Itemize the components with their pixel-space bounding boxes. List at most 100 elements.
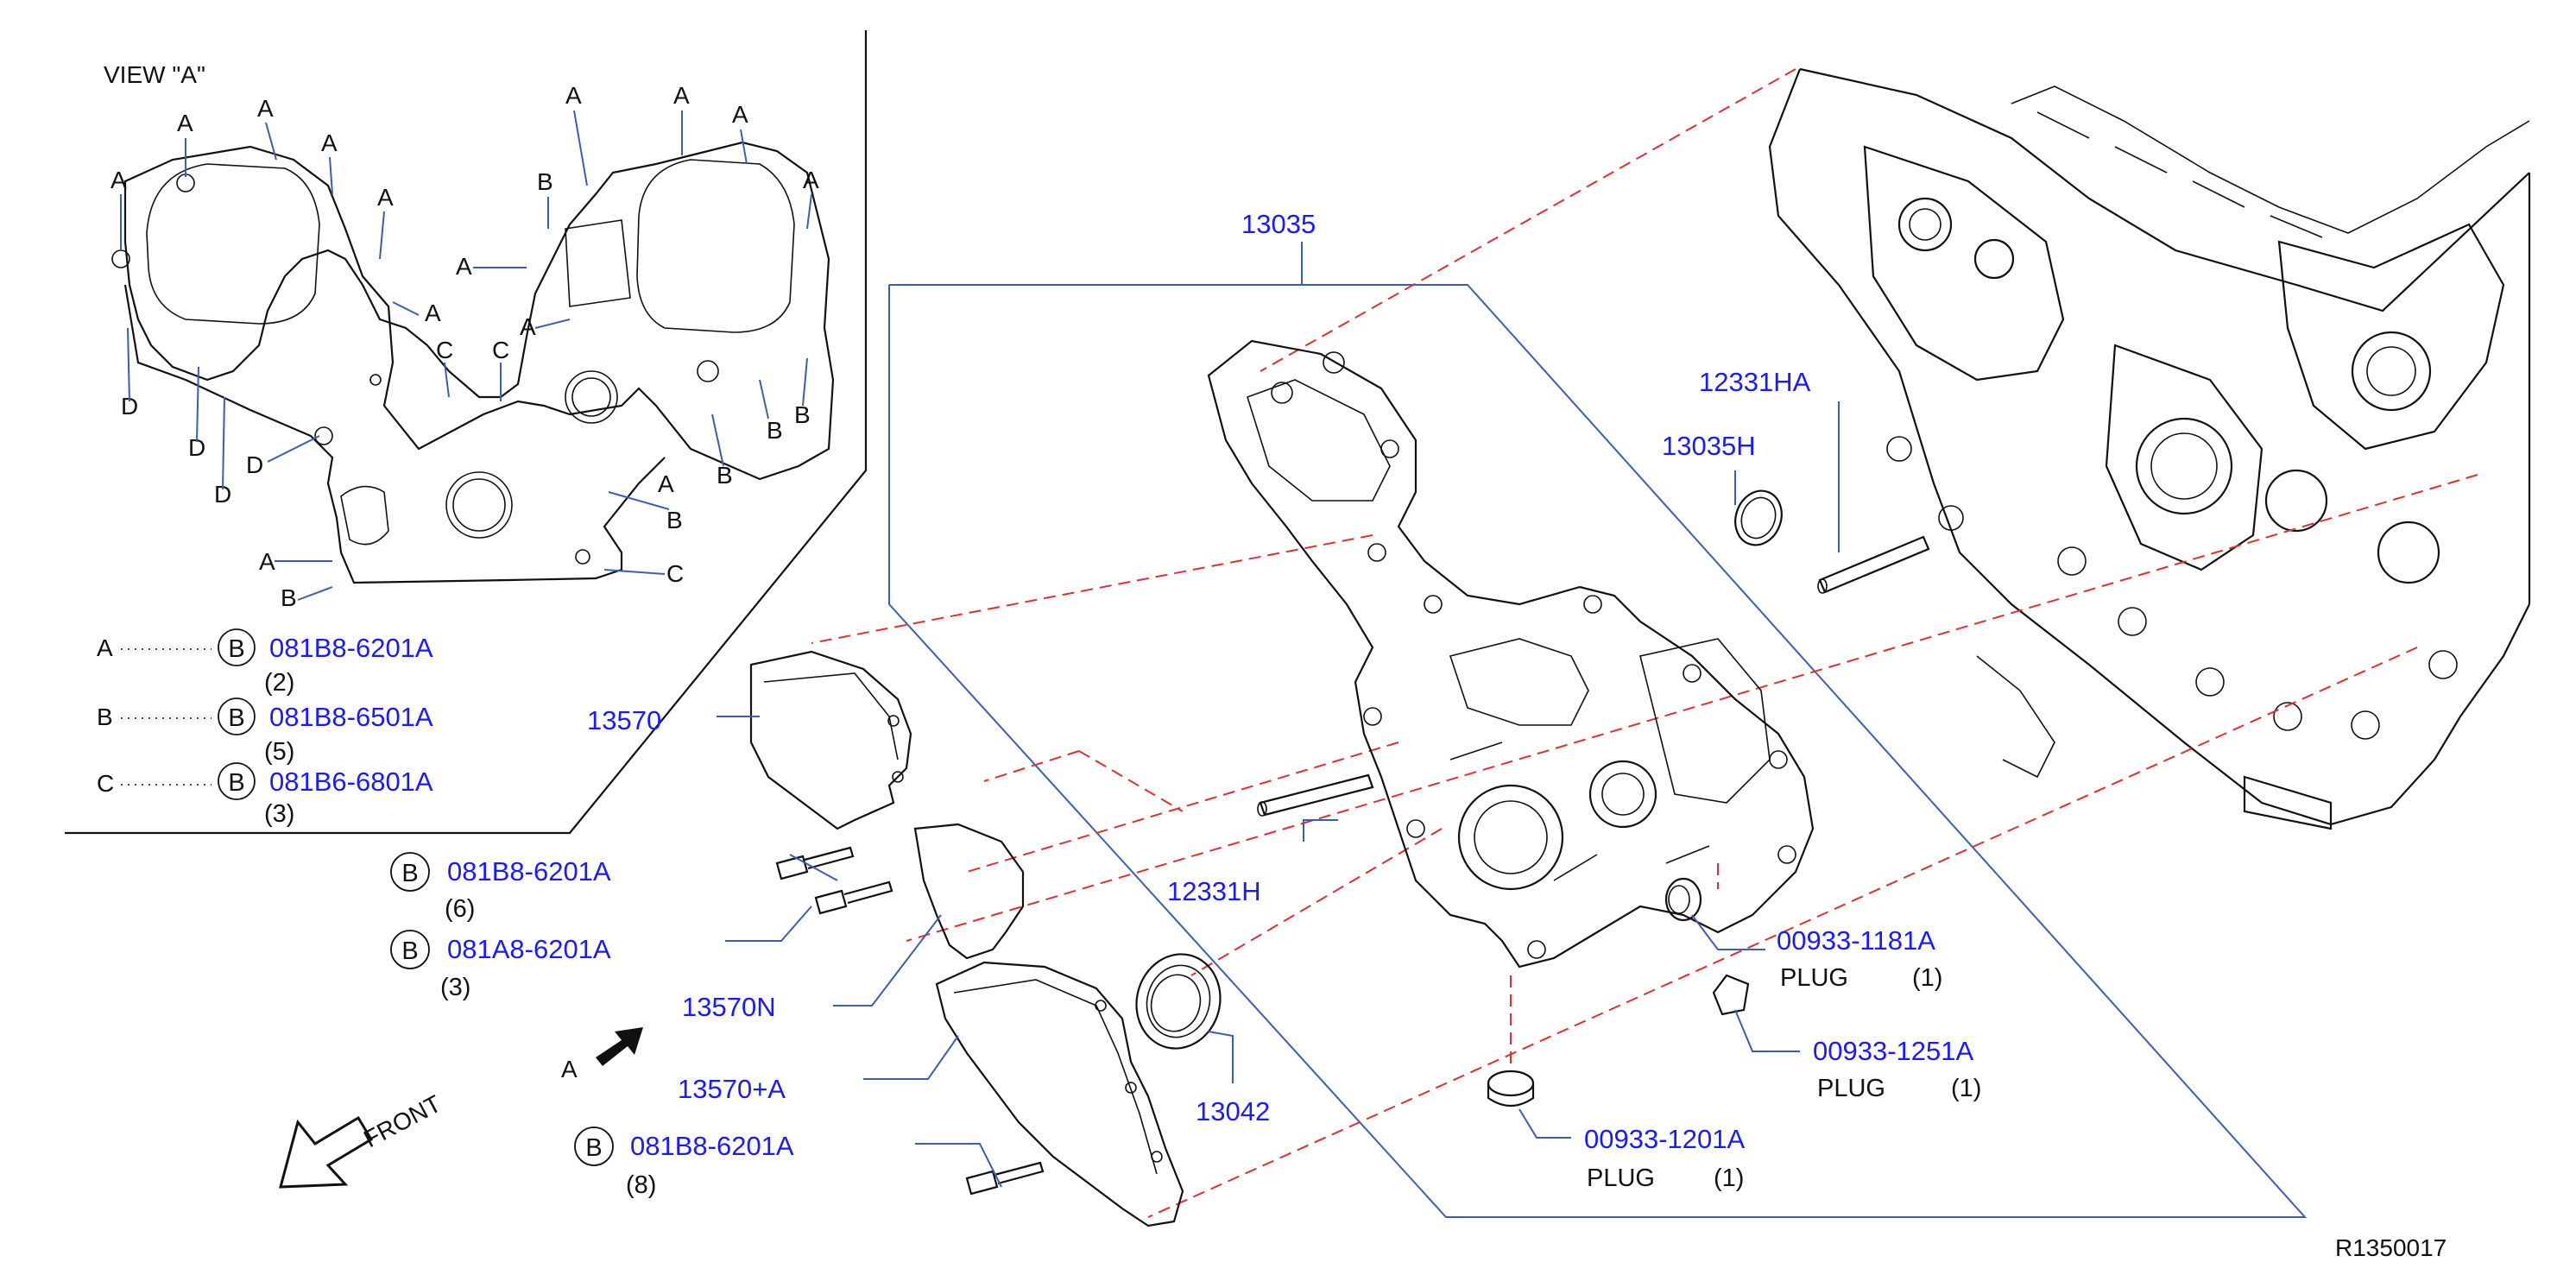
svg-text:B: B xyxy=(281,584,297,611)
svg-text:A: A xyxy=(520,313,536,340)
legend-row-c: C B 081B6-6801A (3) xyxy=(97,762,433,828)
bolt-081b8-6201a-lower xyxy=(965,1161,1045,1196)
view-a-cover-outline xyxy=(123,141,835,481)
svg-text:B: B xyxy=(401,937,418,965)
svg-text:B: B xyxy=(228,704,244,732)
svg-text:(3): (3) xyxy=(440,974,470,1001)
svg-text:081B8-6201A: 081B8-6201A xyxy=(447,856,611,887)
svg-text:(2): (2) xyxy=(264,669,294,697)
svg-text:081B8-6201A: 081B8-6201A xyxy=(269,633,433,663)
svg-text:081B6-6801A: 081B6-6801A xyxy=(269,767,433,797)
part-labels: 13035 12331HA 13035H 13570 12331H 13570N… xyxy=(587,209,1981,1192)
view-a-lower-ring xyxy=(445,471,513,539)
label-00933-1181a: 00933-1181A xyxy=(1777,925,1935,956)
svg-text:D: D xyxy=(121,393,138,420)
view-a-left-opening xyxy=(146,163,320,325)
bolt-callout-1: B 081B8-6201A (6) xyxy=(390,852,611,923)
svg-text:PLUG: PLUG xyxy=(1587,1164,1655,1192)
view-a-leaders xyxy=(120,110,812,601)
view-a-callouts: A A A A A A A A A A A A A A B B B B B B … xyxy=(110,82,819,611)
view-a-legend: A B 081B8-6201A (2) B B 081B8-6501A (5) … xyxy=(97,628,433,828)
svg-text:A: A xyxy=(257,95,274,122)
svg-text:A: A xyxy=(259,548,275,575)
svg-text:B: B xyxy=(401,860,418,887)
svg-text:(5): (5) xyxy=(264,738,294,766)
svg-text:PLUG: PLUG xyxy=(1780,964,1848,992)
svg-text:A: A xyxy=(561,1056,578,1082)
bolt-callout-2: B 081A8-6201A (3) xyxy=(390,930,611,1001)
svg-text:B: B xyxy=(97,704,113,730)
svg-text:A: A xyxy=(177,110,193,136)
svg-text:D: D xyxy=(214,481,231,508)
lower-cover-13570a xyxy=(935,961,1184,1227)
front-label: FRONT xyxy=(359,1090,445,1153)
legend-row-b: B B 081B8-6501A (5) xyxy=(97,697,433,766)
view-a-window xyxy=(565,219,631,307)
plug-00933-1251a xyxy=(1712,974,1750,1016)
svg-text:(1): (1) xyxy=(1951,1075,1981,1102)
upper-cover-13570 xyxy=(749,650,912,830)
oil-seal-13042 xyxy=(1135,953,1222,1050)
svg-text:C: C xyxy=(436,337,453,363)
svg-text:D: D xyxy=(246,451,263,478)
dowel-pin-12331ha xyxy=(1817,535,1930,594)
svg-text:PLUG: PLUG xyxy=(1817,1075,1885,1102)
svg-text:C: C xyxy=(97,770,114,797)
bolt-callouts: B 081B8-6201A (6) B 081A8-6201A (3) B 08… xyxy=(390,852,794,1199)
svg-text:A: A xyxy=(97,634,113,661)
label-13042: 13042 xyxy=(1196,1096,1270,1126)
svg-text:B: B xyxy=(228,769,244,797)
svg-text:A: A xyxy=(456,253,472,280)
svg-text:B: B xyxy=(794,401,811,428)
label-13570n: 13570N xyxy=(682,992,776,1022)
engine-block-drawing xyxy=(1768,67,2531,830)
svg-text:(6): (6) xyxy=(445,895,475,923)
svg-text:(1): (1) xyxy=(1912,964,1942,992)
view-a-right-opening xyxy=(636,159,795,333)
svg-text:(3): (3) xyxy=(264,800,294,828)
label-13570: 13570 xyxy=(587,705,661,735)
svg-text:B: B xyxy=(537,168,553,195)
label-13035h: 13035H xyxy=(1662,431,1756,461)
bolt-081a8-6201a xyxy=(814,880,893,915)
svg-text:A: A xyxy=(425,300,441,326)
alignment-lines xyxy=(811,68,2478,1218)
svg-text:A: A xyxy=(658,470,674,497)
svg-text:(1): (1) xyxy=(1714,1164,1744,1192)
view-a-arrow: A xyxy=(561,1027,643,1082)
svg-text:B: B xyxy=(717,462,733,489)
front-cover-13035 xyxy=(1207,339,1815,969)
svg-text:(8): (8) xyxy=(626,1171,656,1199)
view-a-lower-outline xyxy=(123,284,666,584)
label-00933-1201a: 00933-1201A xyxy=(1584,1124,1745,1154)
part-leaders xyxy=(717,401,1840,1188)
svg-text:A: A xyxy=(377,184,394,211)
svg-text:081A8-6201A: 081A8-6201A xyxy=(447,934,611,964)
svg-text:A: A xyxy=(803,167,819,193)
svg-text:A: A xyxy=(732,101,748,128)
label-13035: 13035 xyxy=(1241,209,1316,239)
svg-text:081B8-6201A: 081B8-6201A xyxy=(630,1131,794,1161)
view-a-title: VIEW "A" xyxy=(104,61,205,88)
o-ring-13035h xyxy=(1734,489,1783,546)
svg-text:B: B xyxy=(585,1134,602,1162)
dowel-pin-12331h xyxy=(1257,773,1374,817)
gasket-13570n xyxy=(913,823,1025,960)
label-12331ha: 12331HA xyxy=(1699,367,1811,397)
bolt-081b8-6201a-upper xyxy=(775,846,855,880)
svg-text:081B8-6501A: 081B8-6501A xyxy=(269,702,433,732)
assembly-boundary xyxy=(888,284,2308,1218)
svg-text:A: A xyxy=(565,82,582,109)
plug-00933-1201a xyxy=(1487,1070,1535,1107)
svg-text:A: A xyxy=(673,82,690,109)
svg-text:C: C xyxy=(666,560,684,587)
svg-text:D: D xyxy=(188,434,205,461)
svg-text:A: A xyxy=(110,167,127,193)
svg-text:B: B xyxy=(666,507,683,533)
svg-text:A: A xyxy=(321,129,338,156)
view-a-seal-ring xyxy=(565,370,618,424)
bolt-callout-3: B 081B8-6201A (8) xyxy=(574,1126,794,1199)
svg-text:C: C xyxy=(492,337,509,363)
svg-text:B: B xyxy=(228,635,244,663)
